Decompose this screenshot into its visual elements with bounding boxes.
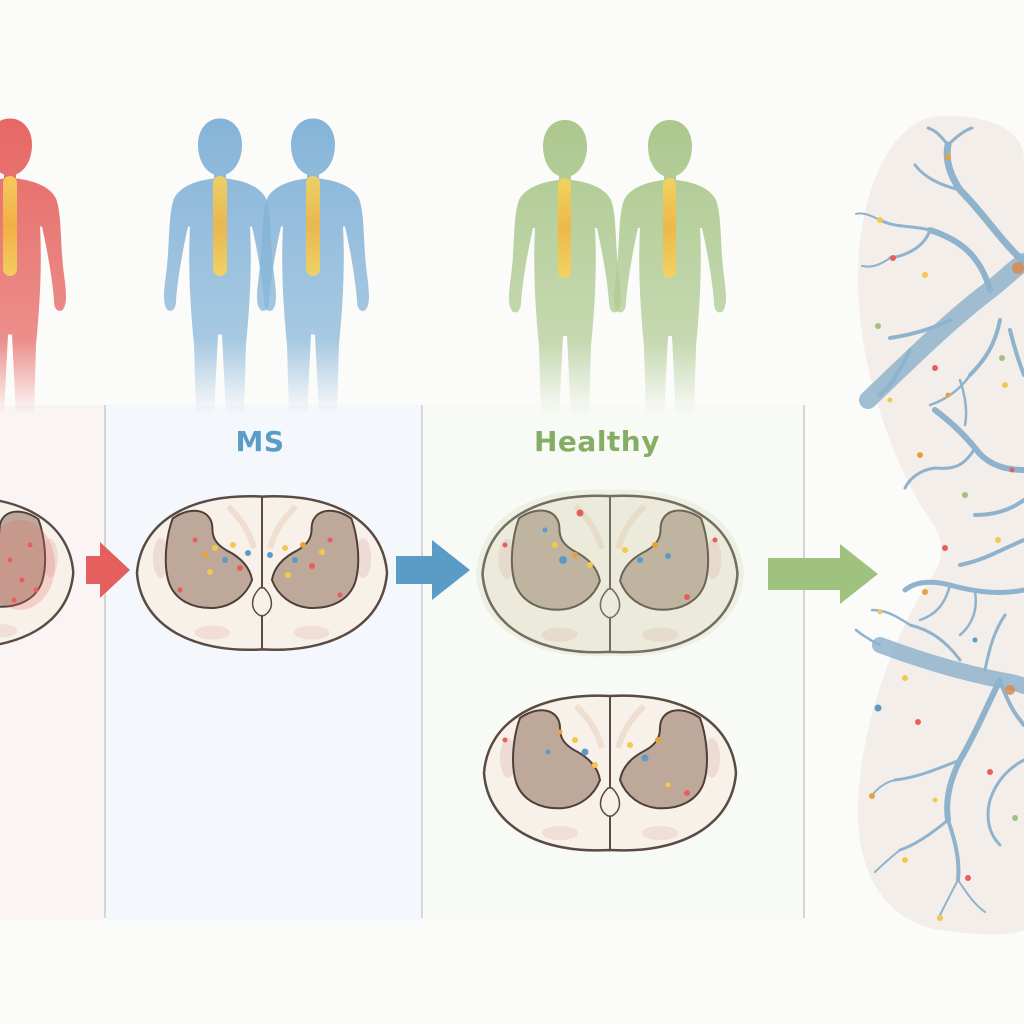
healthy-person-figure-1 — [509, 120, 621, 416]
neuron-network-panel — [854, 115, 1024, 935]
cell-markers — [177, 537, 343, 598]
healthy-person-figure-2 — [614, 120, 726, 416]
spine-highlight — [663, 178, 676, 278]
ms-person-figure-1 — [164, 118, 276, 415]
ms-spinal-cord-section — [137, 496, 387, 650]
cell-markers — [502, 729, 690, 796]
ms-red-spinal-cord-section — [0, 497, 73, 647]
neuron-panel-background — [857, 115, 1024, 935]
cell-markers — [502, 509, 718, 600]
neuron-nodes — [869, 154, 1024, 921]
spine-highlight — [213, 176, 227, 276]
healthy-spinal-cord-section-bottom — [484, 696, 736, 851]
ms-panel-wash — [106, 405, 422, 920]
ms-red-panel-wash — [0, 405, 105, 920]
ms-group-label: MS — [235, 425, 285, 458]
healthy-group-label: Healthy — [534, 425, 660, 458]
healthy-spinal-cord-section-top — [476, 489, 744, 657]
spine-highlight — [306, 176, 320, 276]
neuron-network-icon — [854, 126, 1024, 916]
arrow-right-icon-red — [86, 542, 130, 598]
arrow-right-icon-green — [768, 544, 878, 604]
ms-red-person-figure — [0, 118, 66, 415]
arrow-right-icon-blue — [396, 540, 470, 600]
spine-highlight — [3, 176, 17, 276]
ms-person-figure-2 — [257, 118, 369, 415]
spine-highlight — [558, 178, 571, 278]
